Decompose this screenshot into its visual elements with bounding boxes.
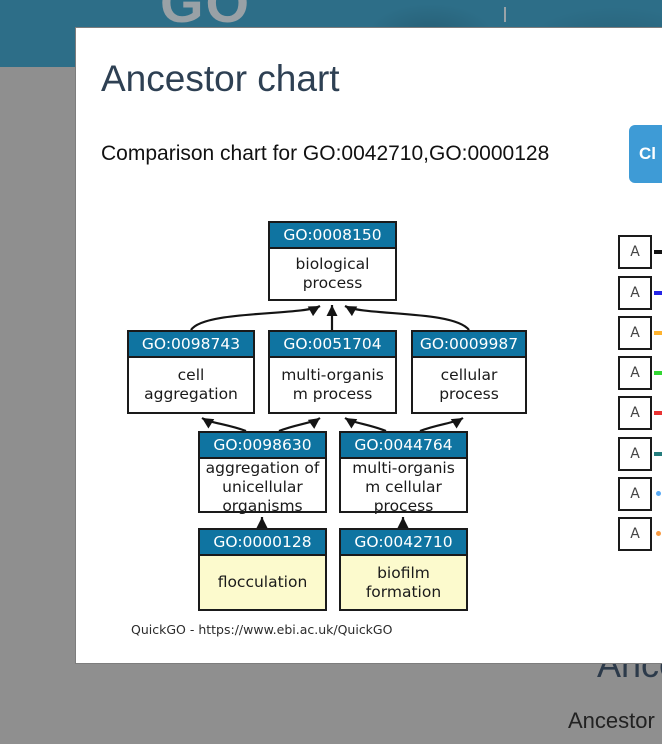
legend-item: A xyxy=(618,276,662,310)
go-term-label: multi-organis m process xyxy=(281,366,384,403)
go-term-id: GO:0044764 xyxy=(341,433,466,459)
legend-relation-line xyxy=(654,452,662,456)
legend-term-box: A xyxy=(618,316,652,350)
legend-relation-line xyxy=(656,491,661,496)
legend-relation-line xyxy=(656,531,661,536)
legend-term-box: A xyxy=(618,356,652,390)
legend-term-box: A xyxy=(618,437,652,471)
go-term-id: GO:0051704 xyxy=(270,332,395,358)
go-term-node-0042710[interactable]: GO:0042710 biofilm formation xyxy=(339,528,468,611)
legend-term-box: A xyxy=(618,396,652,430)
modal-title: Ancestor chart xyxy=(101,58,340,99)
comparison-description: Comparison chart for GO:0042710,GO:00001… xyxy=(101,142,550,165)
legend-item: A xyxy=(618,356,662,390)
legend-term-box: A xyxy=(618,517,652,551)
go-term-label: multi-organis m cellular process xyxy=(352,459,455,515)
go-term-label: cell aggregation xyxy=(144,366,238,403)
legend-item: A xyxy=(618,517,662,551)
go-term-label: aggregation of unicellular organisms xyxy=(205,459,320,515)
go-term-node-0008150[interactable]: GO:0008150 biological process xyxy=(268,221,397,301)
close-button[interactable]: Cl xyxy=(629,125,662,183)
go-term-id: GO:0000128 xyxy=(200,530,325,556)
header-divider xyxy=(504,7,506,22)
go-term-label: biofilm formation xyxy=(341,556,466,609)
legend-relation-line xyxy=(654,291,662,295)
quickgo-attribution: QuickGO - https://www.ebi.ac.uk/QuickGO xyxy=(131,622,393,637)
legend-relation-line xyxy=(654,331,662,335)
go-term-id: GO:0009987 xyxy=(413,332,525,358)
go-term-node-0098630[interactable]: GO:0098630 aggregation of unicellular or… xyxy=(198,431,327,515)
legend-relation-line xyxy=(654,411,662,415)
legend-relation-line xyxy=(654,250,662,254)
background-page-text: Ancestor xyxy=(568,708,655,733)
ancestor-chart-modal: Ancestor chart Comparison chart for GO:0… xyxy=(75,27,662,664)
go-term-label: biological process xyxy=(295,255,370,292)
ancestor-graph: GO:0008150 biological process GO:0098743… xyxy=(76,28,662,663)
legend-item: A xyxy=(618,396,662,430)
legend-item: A xyxy=(618,235,662,269)
legend-item: A xyxy=(618,316,662,350)
legend-item: A xyxy=(618,477,662,511)
go-term-node-0044764[interactable]: GO:0044764 multi-organis m cellular proc… xyxy=(339,431,468,515)
go-term-label: cellular process xyxy=(439,366,499,403)
go-term-id: GO:0098630 xyxy=(200,433,325,459)
legend-relation-line xyxy=(654,371,662,375)
go-term-node-0051704[interactable]: GO:0051704 multi-organis m process xyxy=(268,330,397,414)
legend-term-box: A xyxy=(618,235,652,269)
go-term-node-0098743[interactable]: GO:0098743 cell aggregation xyxy=(127,330,255,414)
go-term-id: GO:0098743 xyxy=(129,332,253,358)
go-term-id: GO:0008150 xyxy=(270,223,395,249)
go-term-node-0009987[interactable]: GO:0009987 cellular process xyxy=(411,330,527,414)
legend-term-box: A xyxy=(618,477,652,511)
go-term-id: GO:0042710 xyxy=(341,530,466,556)
legend-item: A xyxy=(618,437,662,471)
legend-term-box: A xyxy=(618,276,652,310)
go-term-node-0000128[interactable]: GO:0000128 flocculation xyxy=(198,528,327,611)
go-term-label: flocculation xyxy=(200,556,325,609)
